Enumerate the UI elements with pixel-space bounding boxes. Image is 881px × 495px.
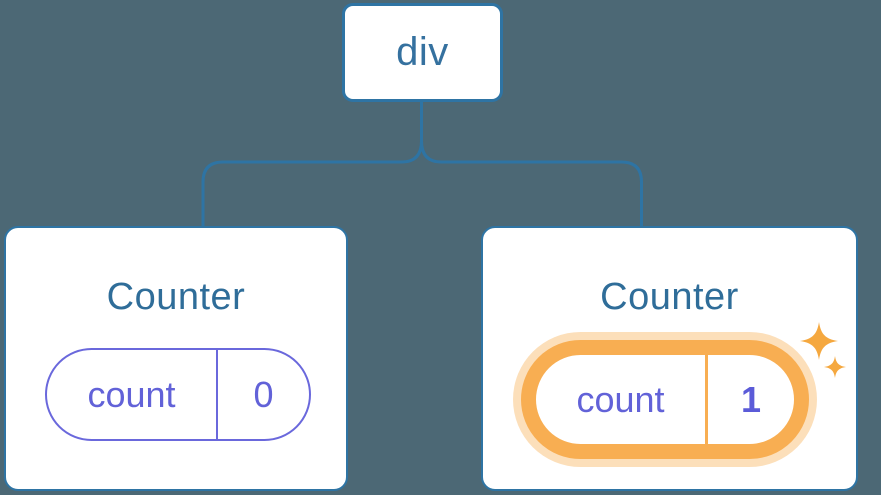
state-key-label: count [536, 355, 708, 444]
state-key-label: count [47, 350, 218, 439]
component-title: Counter [106, 276, 246, 318]
sparkles-icon [800, 322, 846, 378]
state-value: 1 [708, 355, 794, 444]
state-value: 0 [253, 373, 274, 415]
counter-card-right: Counter count 1 [481, 226, 858, 491]
state-value-text: 1 [740, 378, 761, 420]
root-node-label: div [396, 30, 449, 74]
sparkle-small-icon [824, 356, 846, 378]
connector-left-branch [201, 101, 423, 228]
state-pill: count 0 [45, 348, 311, 441]
component-title: Counter [600, 276, 739, 318]
connector-right-branch [420, 140, 643, 228]
state-pill-highlighted: count 1 [521, 340, 809, 459]
counter-card-left: Counter count 0 [4, 226, 348, 491]
root-node: div [342, 3, 503, 102]
sparkle-large-icon [800, 322, 838, 360]
